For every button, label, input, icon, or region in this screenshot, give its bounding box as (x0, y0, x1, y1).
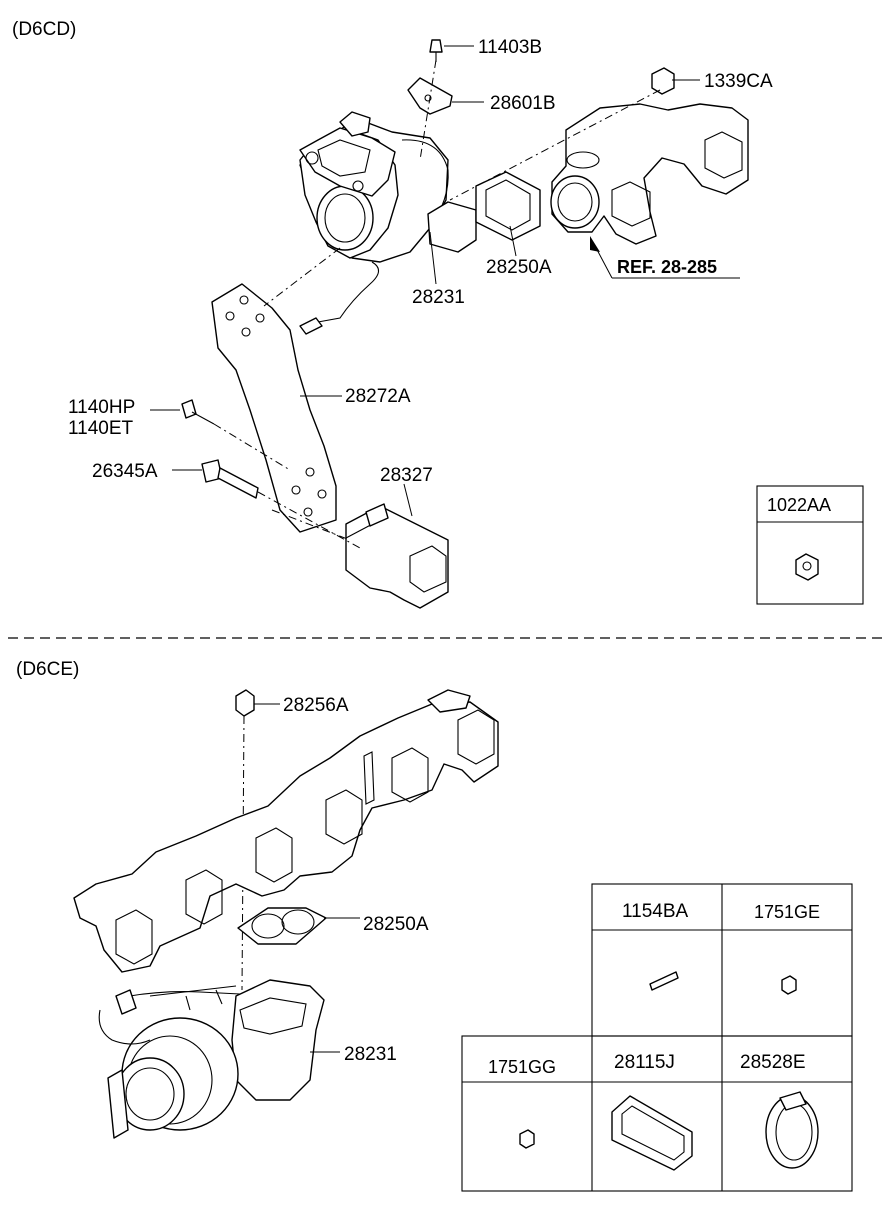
nut-1751ge-icon (781, 975, 797, 995)
d6ce-gasket-drawing (237, 907, 327, 945)
label-1140et: 1140ET (68, 418, 134, 439)
d6cd-leader-lines (150, 45, 740, 549)
box-label-28115j: 28115J (614, 1052, 675, 1073)
d6cd-exhaust-manifold-drawing (550, 103, 749, 245)
gasket-28115j-icon (611, 1095, 693, 1171)
section-title-d6cd: (D6CD) (12, 19, 76, 40)
label-28231-bottom: 28231 (344, 1044, 397, 1065)
parts-table: 1154BA 1751GE 1751GG 28115J 28528E (461, 883, 853, 1192)
d6ce-turbocharger-drawing (98, 979, 325, 1139)
label-28256a: 28256A (283, 695, 349, 716)
stud-1154ba-icon (649, 971, 679, 991)
label-11403b: 11403B (478, 37, 542, 58)
d6cd-turbocharger-drawing (299, 111, 477, 335)
d6ce-nut-28256a-drawing (235, 689, 255, 717)
box-label-1751gg: 1751GG (488, 1057, 556, 1077)
label-28250a-bottom: 28250A (363, 914, 429, 935)
label-28231-top: 28231 (412, 287, 465, 308)
label-1140hp: 1140HP (68, 397, 135, 418)
nut-1751gg-icon (519, 1129, 535, 1149)
box-label-28528e: 28528E (740, 1052, 806, 1073)
d6cd-bolts-drawing (181, 399, 259, 499)
label-1339ca: 1339CA (704, 71, 773, 92)
box-label-1022aa: 1022AA (767, 495, 831, 515)
d6cd-nut-1339ca-drawing (651, 67, 675, 95)
nut-1022aa-icon (795, 553, 819, 581)
label-28250a-top: 28250A (486, 257, 552, 278)
d6cd-gasket-drawing (475, 171, 541, 241)
box-1022aa: 1022AA (756, 485, 864, 605)
label-28272a: 28272A (345, 386, 411, 407)
section-title-d6ce: (D6CE) (16, 659, 79, 680)
d6ce-exhaust-manifold-drawing (73, 689, 499, 973)
label-28327: 28327 (380, 465, 433, 486)
label-ref-28-285: REF. 28-285 (617, 257, 717, 277)
clamp-28528e-icon (765, 1091, 819, 1169)
d6cd-bolt-bracket-drawing (407, 39, 453, 115)
label-26345a: 26345A (92, 461, 158, 482)
label-28601b: 28601B (490, 93, 556, 114)
box-label-1154ba: 1154BA (622, 901, 689, 922)
box-label-1751ge: 1751GE (754, 902, 820, 922)
d6cd-support-bracket-drawing (211, 283, 337, 533)
d6cd-adapter-drawing (345, 503, 449, 609)
